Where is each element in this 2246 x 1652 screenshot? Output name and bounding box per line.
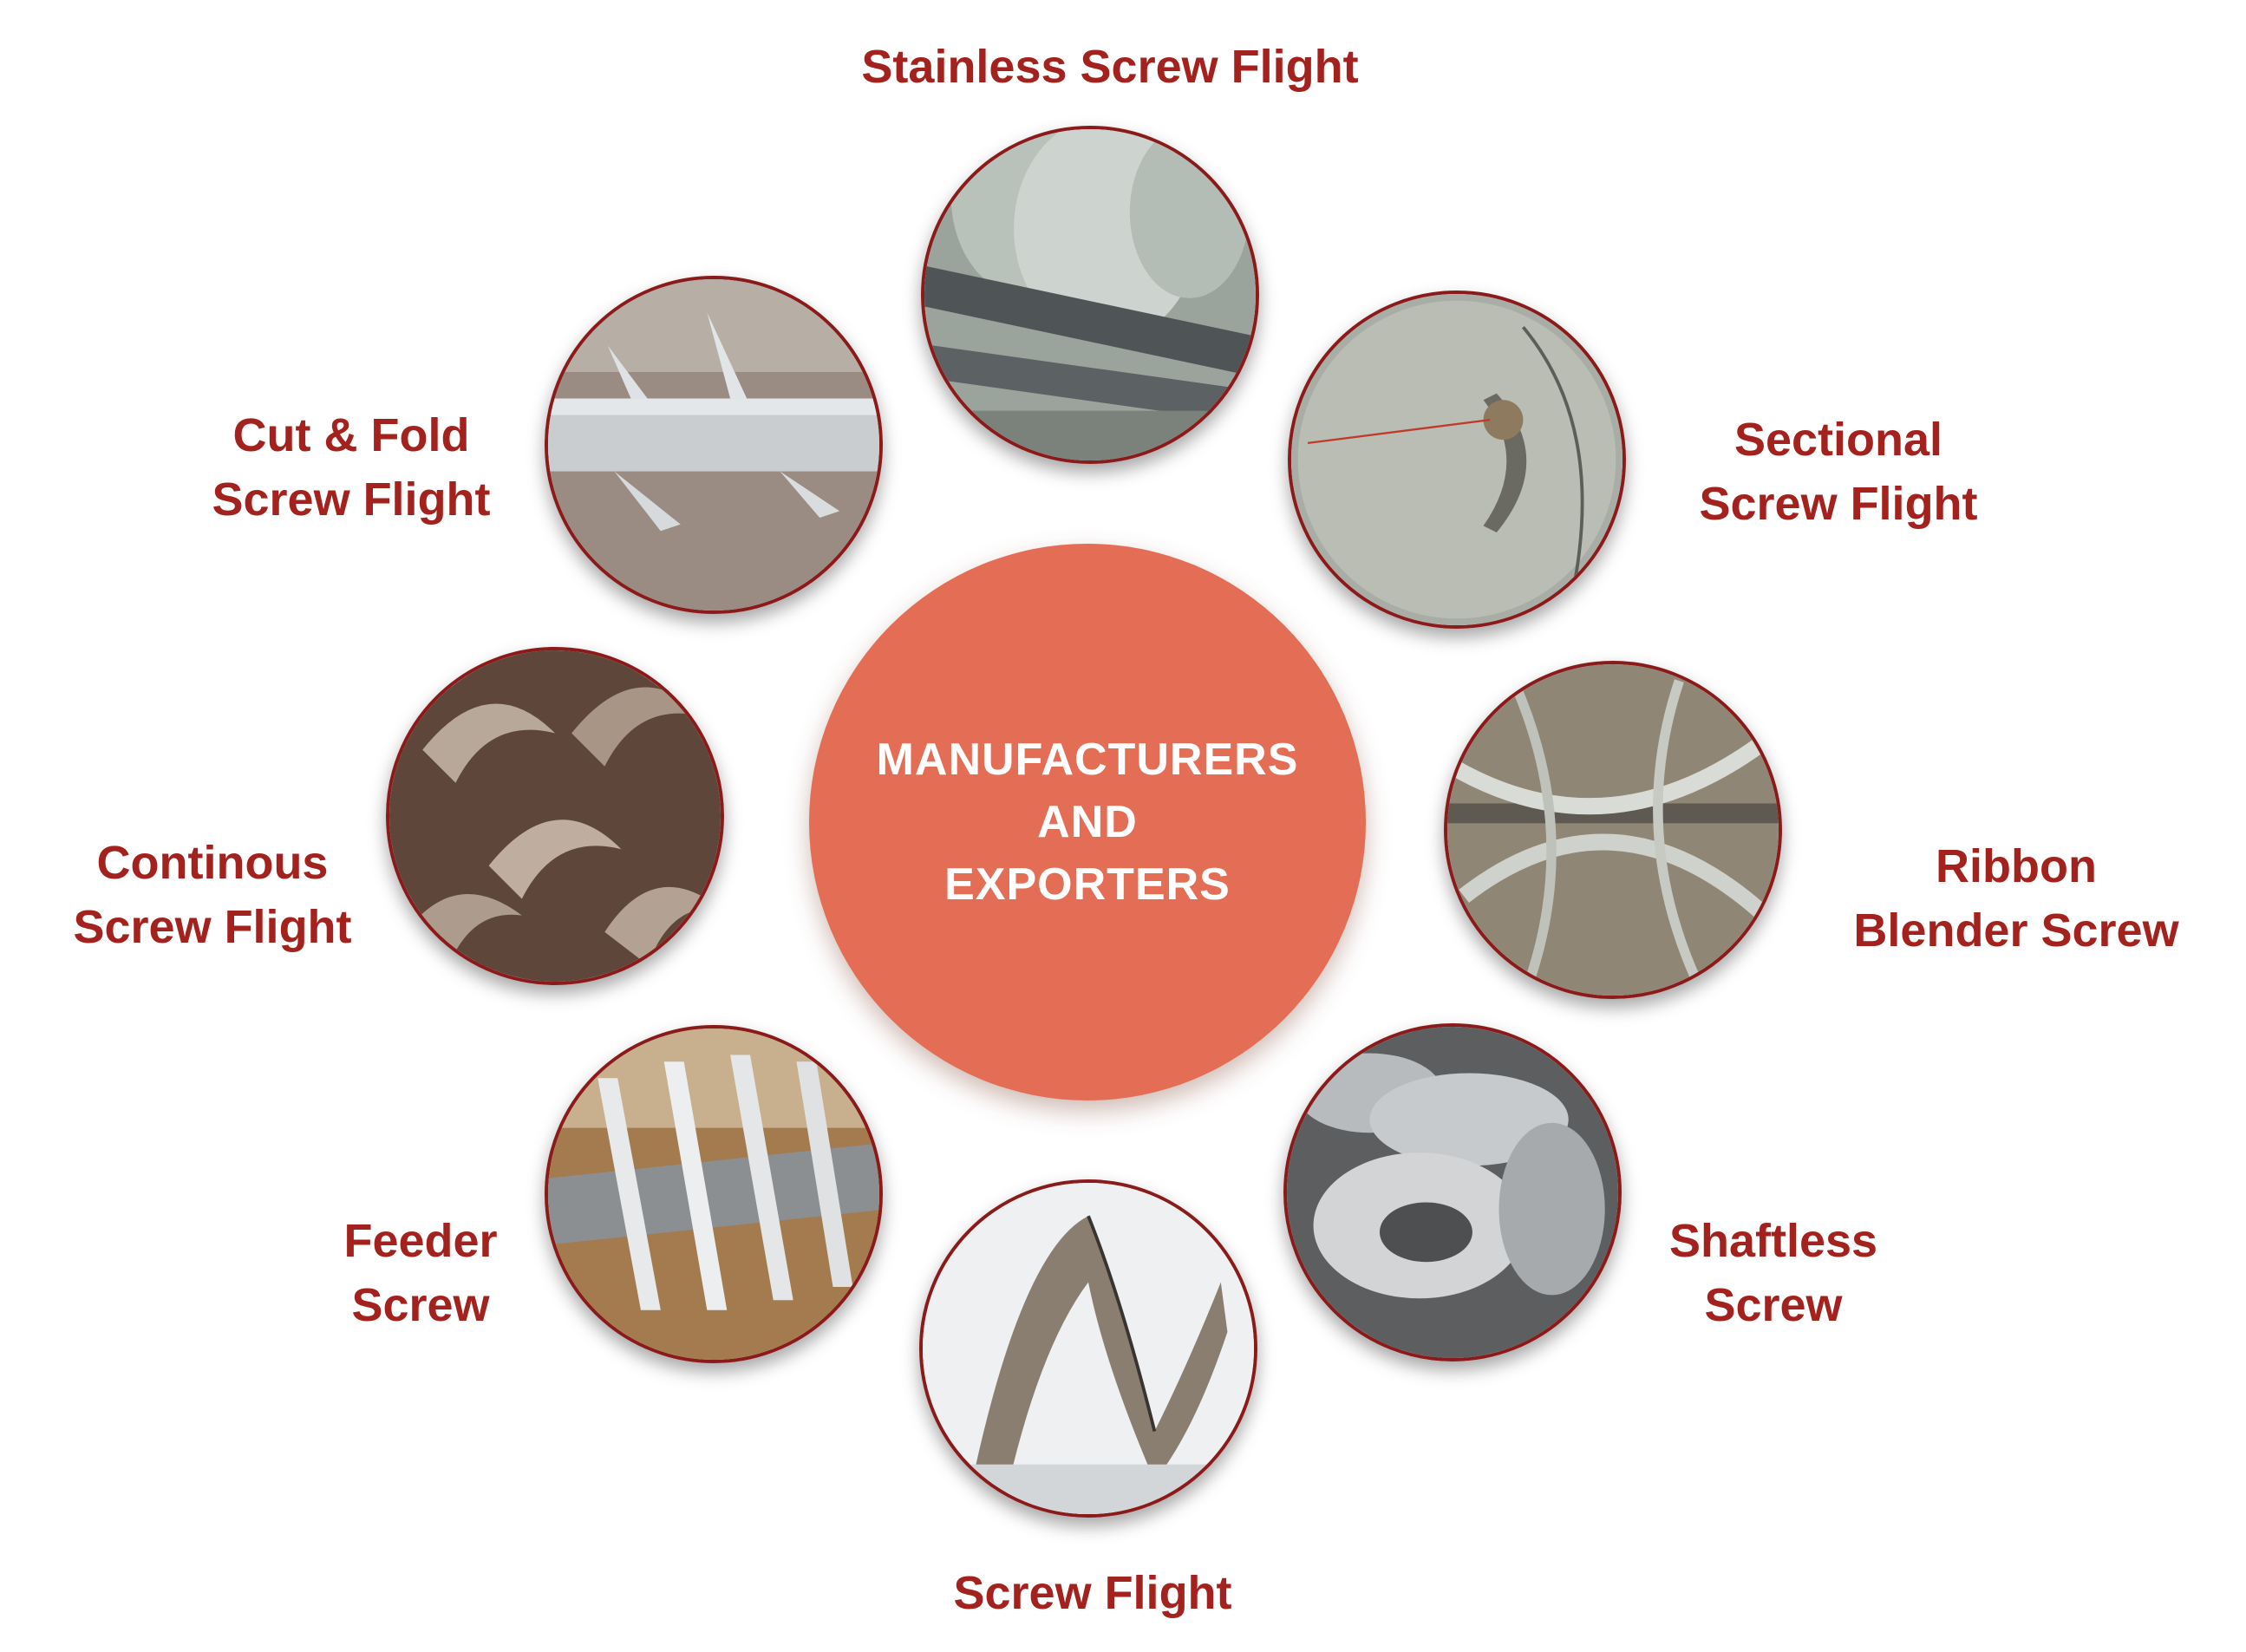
center-line-1: MANUFACTURERS	[876, 735, 1299, 785]
label-ribbon-blender-screw: Ribbon Blender Screw	[1853, 840, 2179, 957]
photo-stainless-screw-flight	[921, 126, 1259, 464]
label-screw-flight: Screw Flight	[953, 1567, 1232, 1619]
photo-shaftless-screw	[1283, 1023, 1622, 1361]
label-sectional-screw-flight: Sectional Screw Flight	[1699, 414, 1978, 530]
center-title: MANUFACTURERS AND EXPORTERS	[877, 728, 1299, 916]
label-cut-and-fold-screw-flight: Cut & Fold Screw Flight	[212, 409, 491, 526]
photo-cut-and-fold-screw-flight	[545, 276, 883, 614]
center-line-2: AND	[1037, 797, 1138, 847]
photo-feeder-screw	[545, 1025, 883, 1363]
photo-screw-flight	[919, 1179, 1257, 1518]
label-feeder-screw: Feeder Screw	[343, 1215, 498, 1331]
photo-continous-screw-flight	[386, 647, 724, 985]
photo-ribbon-blender-screw	[1444, 661, 1782, 999]
label-shaftless-screw: Shaftless Screw	[1668, 1215, 1878, 1331]
center-circle: MANUFACTURERS AND EXPORTERS	[809, 544, 1366, 1100]
center-line-3: EXPORTERS	[944, 859, 1231, 910]
label-continous-screw-flight: Continous Screw Flight	[73, 837, 352, 953]
photo-sectional-screw-flight	[1288, 291, 1626, 629]
label-stainless-screw-flight: Stainless Screw Flight	[861, 41, 1359, 93]
